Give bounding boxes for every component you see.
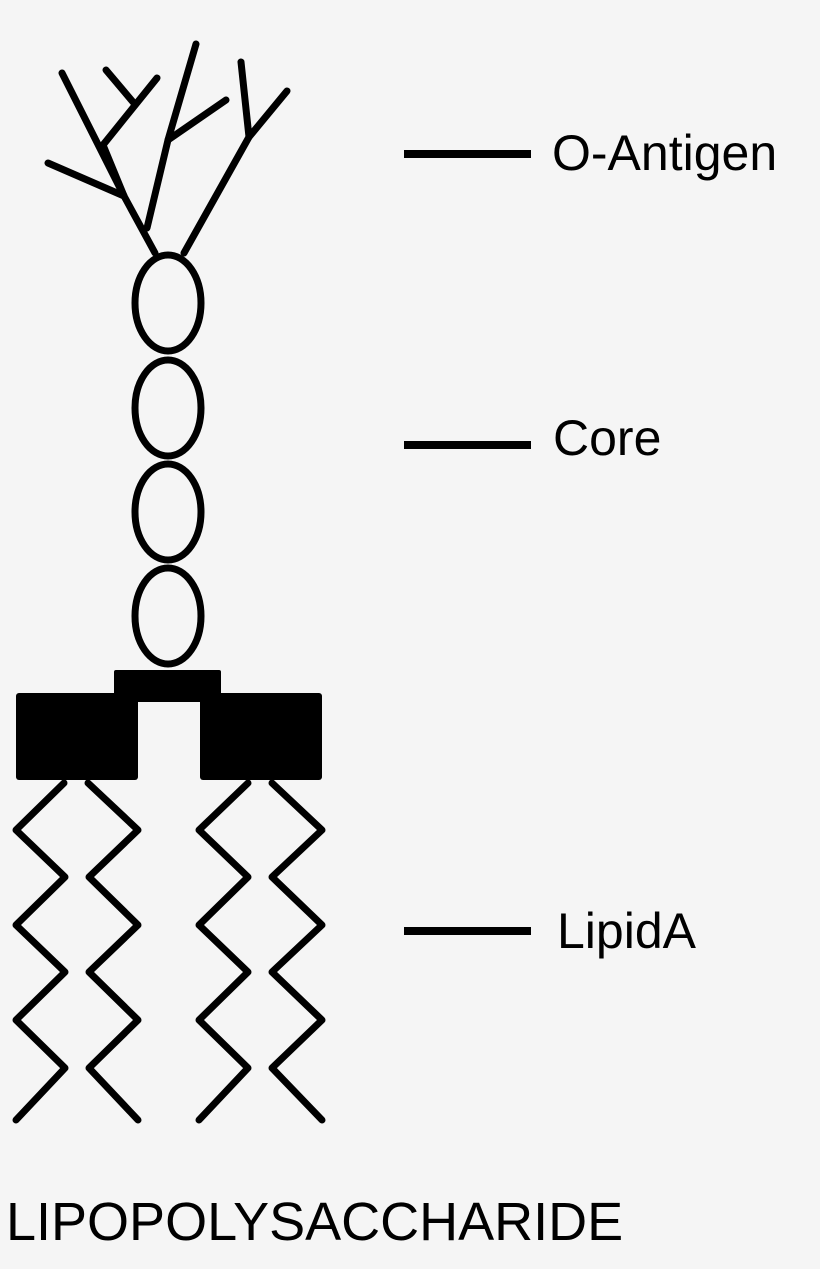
lipid-a-bridge: [114, 670, 221, 702]
lipid-a-tails: [12, 779, 326, 1124]
core-oval-4: [131, 564, 205, 668]
lipid-a-right-block: [200, 693, 322, 780]
core-label: Core: [553, 410, 661, 466]
lipid-a-label: LipidA: [557, 903, 697, 959]
lipid-a-head: [16, 670, 322, 780]
core-oval-3: [131, 460, 205, 564]
core-oval-2: [131, 356, 205, 460]
diagram-title: LIPOPOLYSACCHARIDE: [6, 1192, 623, 1252]
core-oval-1: [131, 251, 205, 355]
leader-lines: [404, 150, 531, 935]
fatty-acid-tail-2: [84, 779, 142, 1124]
fatty-acid-tail-3: [195, 779, 252, 1124]
core-sugar-chain: [131, 251, 205, 668]
fatty-acid-tail-1: [12, 779, 69, 1124]
o-antigen-branches: [44, 40, 291, 257]
lipid-a-left-block: [16, 693, 138, 780]
o-antigen-label: O-Antigen: [552, 125, 777, 181]
fatty-acid-tail-4: [268, 779, 326, 1124]
